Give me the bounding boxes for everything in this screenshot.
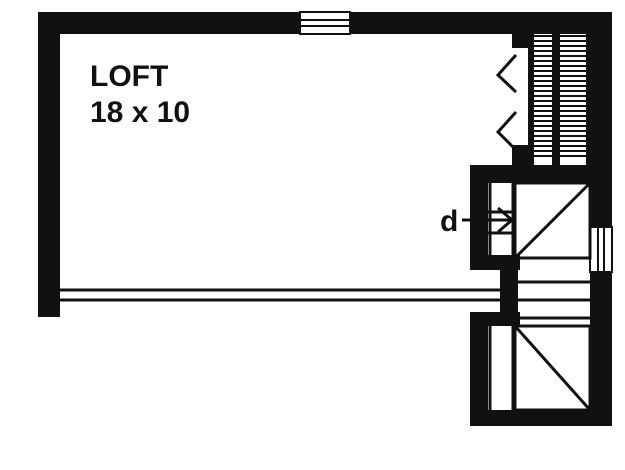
room-dimensions: 18 x 10 — [90, 96, 190, 129]
window-icon — [589, 226, 613, 273]
stair-post-bottom — [512, 145, 530, 167]
upper-closet-top-wall — [470, 165, 612, 183]
railing — [60, 288, 505, 302]
top-wall-left — [38, 12, 300, 34]
upper-closet-bottom-wall — [470, 255, 520, 270]
top-wall-right — [350, 12, 612, 34]
door-swing-icon — [495, 53, 518, 94]
left-wall — [38, 12, 60, 317]
window-icon — [299, 11, 351, 35]
lower-closet-left-wall — [470, 312, 488, 424]
door-swing-icon — [495, 110, 518, 152]
upper-closet-left-wall — [470, 165, 488, 268]
landing — [500, 270, 590, 312]
stair-center-stringer — [552, 30, 560, 167]
room-name: LOFT — [90, 60, 168, 93]
stair-right-stringer — [586, 30, 592, 167]
upper-closet — [470, 165, 612, 270]
landing-left-wall — [500, 270, 518, 312]
staircase-icon — [512, 30, 592, 167]
closet-marker-d: d — [440, 205, 458, 238]
stair-treads — [534, 35, 586, 157]
bottom-wall — [470, 410, 612, 426]
stair-left-stringer — [528, 30, 534, 167]
arrow-right-icon — [462, 206, 515, 234]
lower-closet — [470, 312, 592, 424]
right-wall-lower — [590, 272, 612, 425]
stair-post-top — [512, 30, 530, 48]
right-wall-upper — [590, 12, 612, 227]
